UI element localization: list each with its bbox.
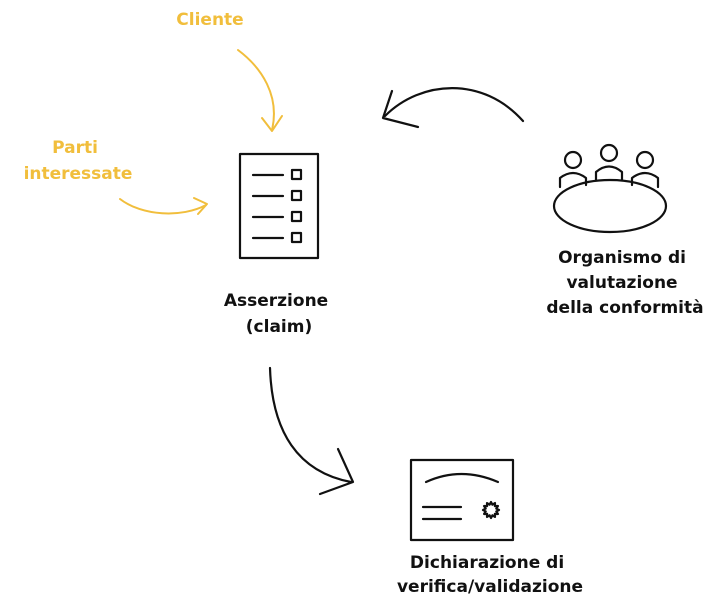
body-to-claim-arrow [381, 87, 525, 129]
conformity-body-label: Organismo di valutazione della conformit… [546, 248, 703, 318]
client-arrow [237, 49, 283, 132]
claim-label: Asserzione (claim) [224, 291, 334, 337]
client-label: Cliente [176, 10, 243, 30]
stakeholders-label: Parti interessate [24, 138, 133, 184]
declaration-label: Dichiarazione di verifica/validazione [397, 553, 583, 597]
claim-to-declaration-arrow [268, 366, 355, 496]
certificate-icon [409, 458, 515, 542]
checklist-document-icon [238, 152, 320, 260]
meeting-table-icon [552, 143, 668, 234]
stakeholders-arrow [119, 197, 208, 215]
